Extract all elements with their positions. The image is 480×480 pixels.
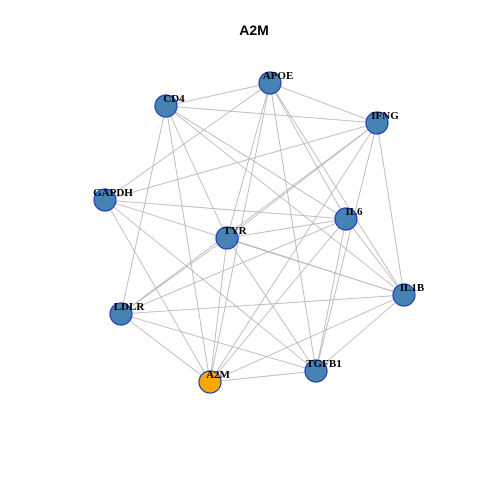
node-label-il6: IL6 — [345, 206, 363, 218]
edge-il1b-ldlr — [120, 294, 405, 315]
edge-tyr-a2m — [209, 237, 228, 383]
edge-cd4-tyr — [165, 105, 228, 239]
edge-apoe-il6 — [269, 82, 347, 220]
edge-il6-tgfb1 — [315, 218, 347, 372]
edge-tyr-ldlr — [120, 237, 228, 315]
node-ldlr[interactable]: LDLR — [109, 301, 146, 326]
edge-tyr-tgfb1 — [226, 237, 317, 372]
edge-ldlr-tgfb1 — [120, 313, 317, 372]
node-apoe[interactable]: APOE — [258, 70, 294, 95]
edge-ifng-a2m — [209, 122, 378, 383]
edge-il6-tyr — [226, 218, 347, 239]
edge-cd4-ldlr — [120, 105, 167, 315]
edge-ifng-ldlr — [120, 122, 378, 315]
node-label-il1b: IL1B — [400, 282, 425, 294]
node-label-cd4: CD4 — [163, 93, 185, 105]
edge-apoe-a2m — [209, 82, 271, 383]
node-circle-il1b[interactable] — [392, 283, 416, 307]
edge-cd4-il6 — [165, 105, 347, 220]
edge-apoe-gapdh — [104, 82, 271, 201]
edge-apoe-cd4 — [165, 82, 271, 107]
edge-apoe-ifng — [269, 82, 378, 124]
node-tyr[interactable]: TYR — [215, 225, 248, 250]
node-label-tyr: TYR — [223, 225, 247, 237]
edge-apoe-tyr — [226, 82, 271, 239]
node-label-a2m: A2M — [206, 369, 230, 381]
edge-ldlr-a2m — [120, 313, 211, 383]
node-label-ldlr: LDLR — [114, 301, 146, 313]
edge-gapdh-il6 — [104, 199, 347, 220]
edge-layer — [104, 82, 405, 383]
node-circle-il6[interactable] — [334, 207, 358, 231]
node-label-apoe: APOE — [263, 70, 294, 82]
node-ifng[interactable]: IFNG — [365, 110, 399, 135]
node-il1b[interactable]: IL1B — [392, 282, 425, 307]
edge-ifng-gapdh — [104, 122, 378, 201]
node-label-gapdh: GAPDH — [93, 187, 133, 199]
edge-cd4-ifng — [165, 105, 378, 124]
node-a2m[interactable]: A2M — [198, 369, 231, 394]
node-circle-tgfb1[interactable] — [304, 359, 328, 383]
edge-cd4-il1b — [165, 105, 405, 296]
edge-apoe-il1b — [269, 82, 405, 296]
edge-il1b-tgfb1 — [315, 294, 405, 372]
node-il6[interactable]: IL6 — [334, 206, 363, 231]
edge-cd4-a2m — [165, 105, 211, 383]
edge-ifng-il1b — [376, 122, 405, 296]
diagram-title: A2M — [239, 22, 269, 38]
edge-gapdh-a2m — [104, 199, 211, 383]
node-circle-ifng[interactable] — [365, 111, 389, 135]
node-gapdh[interactable]: GAPDH — [93, 187, 133, 212]
node-circle-apoe[interactable] — [258, 71, 282, 95]
node-circle-tyr[interactable] — [215, 226, 239, 250]
node-circle-cd4[interactable] — [154, 94, 178, 118]
edge-il6-il1b — [345, 218, 405, 296]
node-label-ifng: IFNG — [371, 110, 399, 122]
edge-il1b-a2m — [209, 294, 405, 383]
edge-ifng-tyr — [226, 122, 378, 239]
edge-tyr-il1b — [226, 237, 405, 296]
edge-tgfb1-a2m — [209, 370, 317, 383]
node-circle-a2m[interactable] — [198, 370, 222, 394]
edge-gapdh-tgfb1 — [104, 199, 317, 372]
edge-il6-a2m — [209, 218, 347, 383]
node-cd4[interactable]: CD4 — [154, 93, 185, 118]
edge-il6-ldlr — [120, 218, 347, 315]
edge-apoe-tgfb1 — [269, 82, 317, 372]
node-circle-gapdh[interactable] — [93, 188, 117, 212]
node-circle-ldlr[interactable] — [109, 302, 133, 326]
node-label-tgfb1: TGFB1 — [306, 358, 341, 370]
node-tgfb1[interactable]: TGFB1 — [304, 358, 342, 383]
